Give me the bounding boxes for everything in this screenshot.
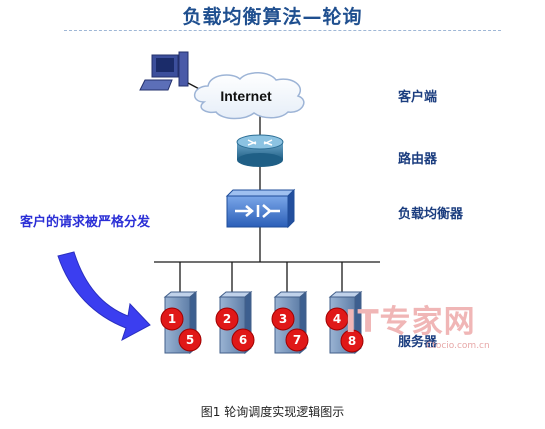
- request-arrow-icon: [57, 251, 151, 342]
- request-badge-2: [215, 307, 239, 331]
- request-badge-1: [160, 307, 184, 331]
- request-badge-7-label: 7: [293, 333, 301, 347]
- servers-label: 服务器: [398, 335, 438, 350]
- internet-label: Internet: [220, 88, 272, 104]
- request-badge-4: [325, 307, 349, 331]
- internet-cloud-icon: [194, 72, 305, 120]
- request-note: 客户的请求被严格分发: [20, 215, 151, 230]
- connection-lines: [154, 82, 380, 297]
- router-label: 路由器: [398, 152, 438, 167]
- request-badge-8: [340, 329, 364, 353]
- load-balancer-label: 负载均衡器: [398, 207, 464, 222]
- load-balancer-icon: [225, 188, 296, 229]
- watermark-logo: IT专家网: [345, 304, 476, 340]
- request-badge-3: [271, 307, 295, 331]
- title-divider: [64, 30, 501, 31]
- figure-caption: 图1 轮询调度实现逻辑图示: [200, 405, 345, 419]
- request-badges: 1 5 2 6 3 7 4 8: [160, 307, 364, 353]
- request-badge-8-label: 8: [348, 334, 356, 348]
- request-badge-3-label: 3: [279, 312, 287, 326]
- request-badge-2-label: 2: [223, 312, 231, 326]
- router-icon: [236, 134, 284, 167]
- request-badge-5: [178, 328, 202, 352]
- request-badge-4-label: 4: [333, 312, 341, 326]
- watermark-url: Ctocio.com.cn: [426, 341, 490, 351]
- request-badge-5-label: 5: [186, 333, 194, 347]
- page-title: 负载均衡算法—轮询: [182, 6, 363, 28]
- request-badge-6-label: 6: [239, 333, 247, 347]
- request-badge-1-label: 1: [168, 312, 176, 326]
- request-badge-7: [285, 328, 309, 352]
- client-label: 客户端: [398, 90, 438, 105]
- client-computer-icon: [139, 51, 189, 91]
- request-badge-6: [231, 328, 255, 352]
